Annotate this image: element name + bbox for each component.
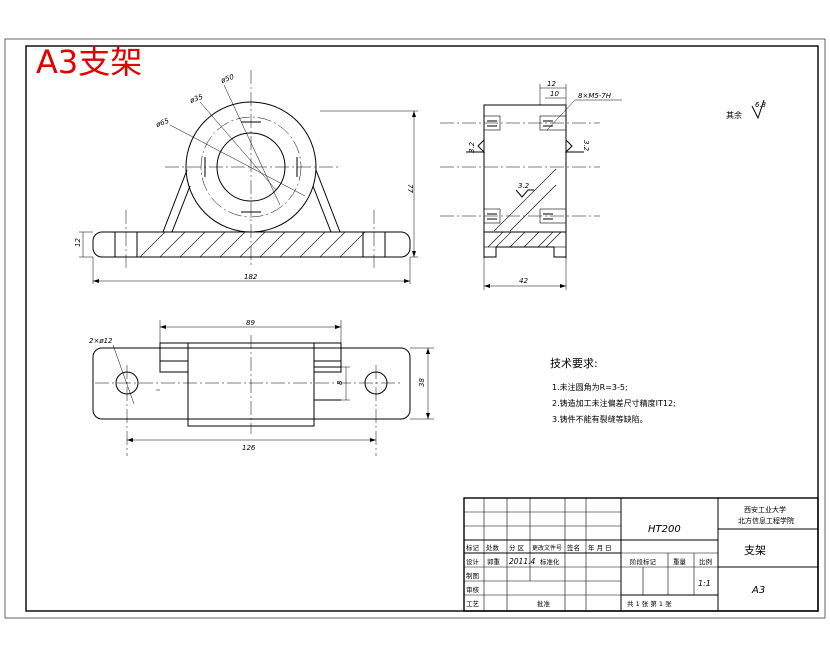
sheet-count: 共 1 张 第 1 张 bbox=[627, 599, 672, 608]
thread-callout: 8×M5-7H bbox=[578, 92, 612, 100]
header-zone: 分 区 bbox=[509, 543, 525, 552]
approve-label: 批准 bbox=[537, 599, 551, 608]
header-count: 处数 bbox=[486, 543, 500, 552]
std-label: 标准化 bbox=[540, 557, 560, 566]
dia-65-label: ø65 bbox=[154, 117, 171, 130]
header-change-doc: 更改文件号 bbox=[532, 544, 562, 552]
design-label: 设计 bbox=[466, 557, 480, 566]
top-dim-126-label: 126 bbox=[242, 444, 256, 452]
top-dim-89-label: 89 bbox=[246, 319, 255, 327]
stage-label: 阶段标记 bbox=[630, 557, 657, 566]
part-name: 支架 bbox=[744, 544, 766, 557]
base-hatching bbox=[139, 232, 366, 257]
top-base-outline bbox=[92, 347, 411, 420]
outer-border bbox=[4, 38, 826, 619]
note-item-1: 1.未注圆角为R=3-5; bbox=[552, 382, 628, 392]
header-date: 年 月 日 bbox=[588, 543, 612, 552]
dia-50-label: ø50 bbox=[219, 73, 236, 86]
draw-label: 制图 bbox=[466, 571, 479, 580]
length-dim-label: 182 bbox=[244, 273, 258, 281]
height-dim-label: 77 bbox=[406, 184, 414, 193]
side-view: 12 10 8×M5-7H 3.2 3.2 3.2 42 bbox=[440, 80, 622, 290]
dia-35-label: ø35 bbox=[188, 93, 205, 106]
rough-left-label: 3.2 bbox=[468, 141, 476, 153]
scale-value: 1:1 bbox=[698, 579, 711, 588]
surface-finish-note: 其余 6.3 bbox=[726, 99, 766, 120]
notes-heading: 技术要求: bbox=[550, 357, 598, 370]
base-plate bbox=[92, 231, 411, 258]
top-view: 2×ø12 89 8 38 126 bbox=[89, 319, 434, 456]
note-item-2: 2.铸造加工未注偏差尺寸精度IT12; bbox=[552, 398, 676, 408]
title-stamp: A3支架 bbox=[36, 43, 142, 81]
title-block: HT200 西安工业大学 北方信息工程学院 支架 A3 标记 处数 分 区 更改… bbox=[463, 497, 819, 612]
process-label: 工艺 bbox=[466, 600, 480, 608]
top-dim-8-label: 8 bbox=[336, 380, 344, 385]
technical-requirements: 技术要求: 1.未注圆角为R=3-5; 2.铸造加工未注偏差尺寸精度IT12; … bbox=[550, 357, 676, 424]
surface-note-prefix: 其余 bbox=[726, 110, 742, 120]
surface-note-value: 6.3 bbox=[755, 101, 766, 109]
side-dim-10-label: 10 bbox=[550, 90, 559, 98]
school-line2: 北方信息工程学院 bbox=[738, 516, 794, 525]
scale-label: 比例 bbox=[699, 557, 712, 566]
front-view: ø50 ø35 ø65 77 12 182 bbox=[74, 70, 418, 284]
weight-label: 重量 bbox=[673, 558, 687, 566]
sheet-size: A3 bbox=[751, 585, 765, 596]
side-hatching bbox=[487, 231, 562, 248]
inner-frame bbox=[25, 45, 819, 612]
base-thk-label: 12 bbox=[74, 238, 82, 247]
design-date: 2011.4 bbox=[509, 557, 535, 566]
check-label: 审核 bbox=[466, 585, 480, 594]
side-dim-12-label: 12 bbox=[547, 80, 556, 88]
header-mark: 标记 bbox=[466, 543, 480, 552]
top-dim-38-label: 38 bbox=[418, 378, 426, 387]
header-sign: 签名 bbox=[567, 543, 580, 552]
side-width-label: 42 bbox=[519, 277, 528, 285]
designer-name: 郭重 bbox=[487, 557, 501, 566]
material-label: HT200 bbox=[648, 524, 681, 535]
rough-bottom-label: 3.2 bbox=[518, 182, 530, 190]
school-line1: 西安工业大学 bbox=[744, 505, 786, 514]
holes-label: 2×ø12 bbox=[89, 337, 113, 345]
rough-right-label: 3.2 bbox=[582, 140, 590, 152]
note-item-3: 3.铸件不能有裂缝等缺陷。 bbox=[552, 414, 648, 424]
